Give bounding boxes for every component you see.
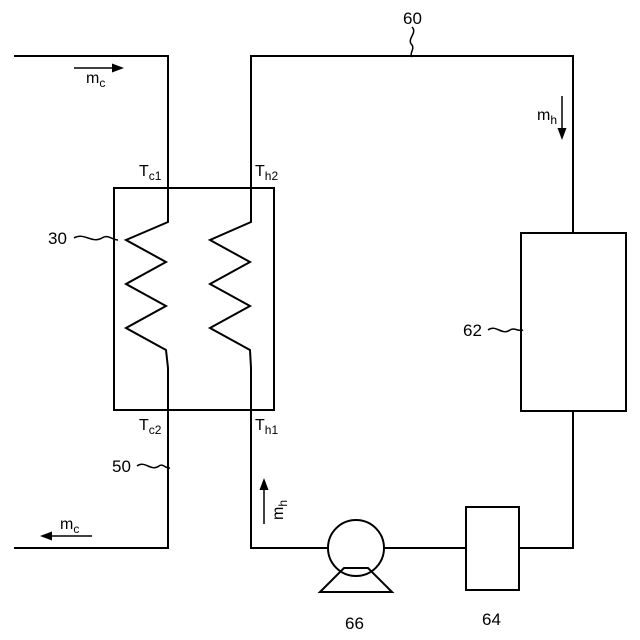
label-mh-right: mh	[537, 107, 557, 127]
label-mc-top: mc	[86, 70, 105, 90]
leader-30	[74, 236, 118, 240]
label-mh-left: mh	[270, 500, 290, 520]
label-th2: Th2	[255, 163, 278, 183]
load-box	[521, 233, 626, 411]
hot-fluid-loop	[251, 56, 573, 548]
cold-side-coil	[126, 188, 168, 410]
leader-62	[488, 328, 523, 331]
leader-60	[410, 27, 413, 57]
numeral-60: 60	[403, 9, 422, 28]
arrow-mh-left	[260, 478, 269, 524]
label-tc1: Tc1	[139, 163, 162, 183]
label-tc2: Tc2	[139, 417, 162, 437]
numeral-30: 30	[48, 229, 67, 248]
numeral-66: 66	[345, 614, 364, 633]
numeral-62: 62	[463, 321, 482, 340]
label-mc-bottom: mc	[60, 516, 79, 536]
hot-side-coil	[210, 188, 251, 410]
cold-fluid-line	[14, 56, 168, 548]
leader-50	[137, 464, 170, 468]
numeral-64: 64	[482, 610, 501, 629]
numeral-50: 50	[112, 457, 131, 476]
label-th1: Th1	[255, 417, 278, 437]
component-64-box	[466, 507, 519, 590]
pump	[320, 520, 392, 592]
arrow-mh-right	[558, 96, 567, 140]
